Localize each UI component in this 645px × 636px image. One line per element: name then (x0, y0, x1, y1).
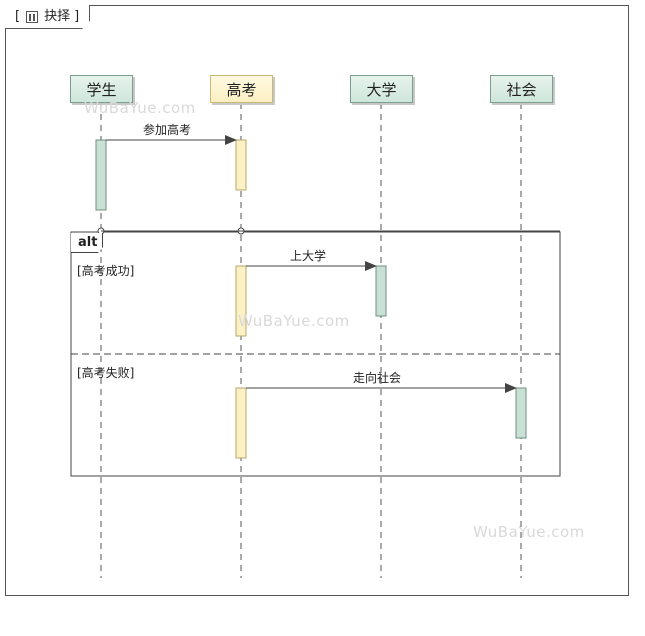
watermark-3: WuBaYue.com (473, 523, 585, 541)
lifeline-head-society[interactable]: 社会 (490, 75, 553, 103)
frame-title: 抉择 (44, 8, 71, 24)
watermark-2: WuBaYue.com (238, 312, 350, 330)
lifeline-head-university[interactable]: 大学 (350, 75, 413, 103)
frame-title-close-bracket: ] (74, 8, 80, 24)
message-label-take-exam: 参加高考 (143, 123, 192, 137)
sequence-diagram-icon (26, 11, 38, 23)
activation-student (95, 139, 107, 211)
frame-title-open-bracket: [ (15, 8, 21, 24)
activation-society (515, 387, 527, 439)
guard-exam-success: [高考成功] (77, 264, 135, 278)
activation-exam-2 (235, 265, 247, 337)
activation-exam-1 (235, 139, 247, 191)
alt-operator-label: alt (71, 233, 103, 253)
lifeline-head-student[interactable]: 学生 (70, 75, 133, 103)
watermark-1: WuBaYue.com (84, 99, 196, 117)
activation-exam-3 (235, 387, 247, 459)
diagram-frame (5, 5, 629, 596)
message-label-go-society: 走向社会 (353, 371, 402, 385)
message-label-go-university: 上大学 (290, 249, 327, 263)
frame-title-tab: [ 抉择 ] (5, 5, 90, 29)
guard-exam-failure: [高考失败] (77, 366, 135, 380)
lifeline-head-exam[interactable]: 高考 (210, 75, 273, 103)
activation-university (375, 265, 387, 317)
